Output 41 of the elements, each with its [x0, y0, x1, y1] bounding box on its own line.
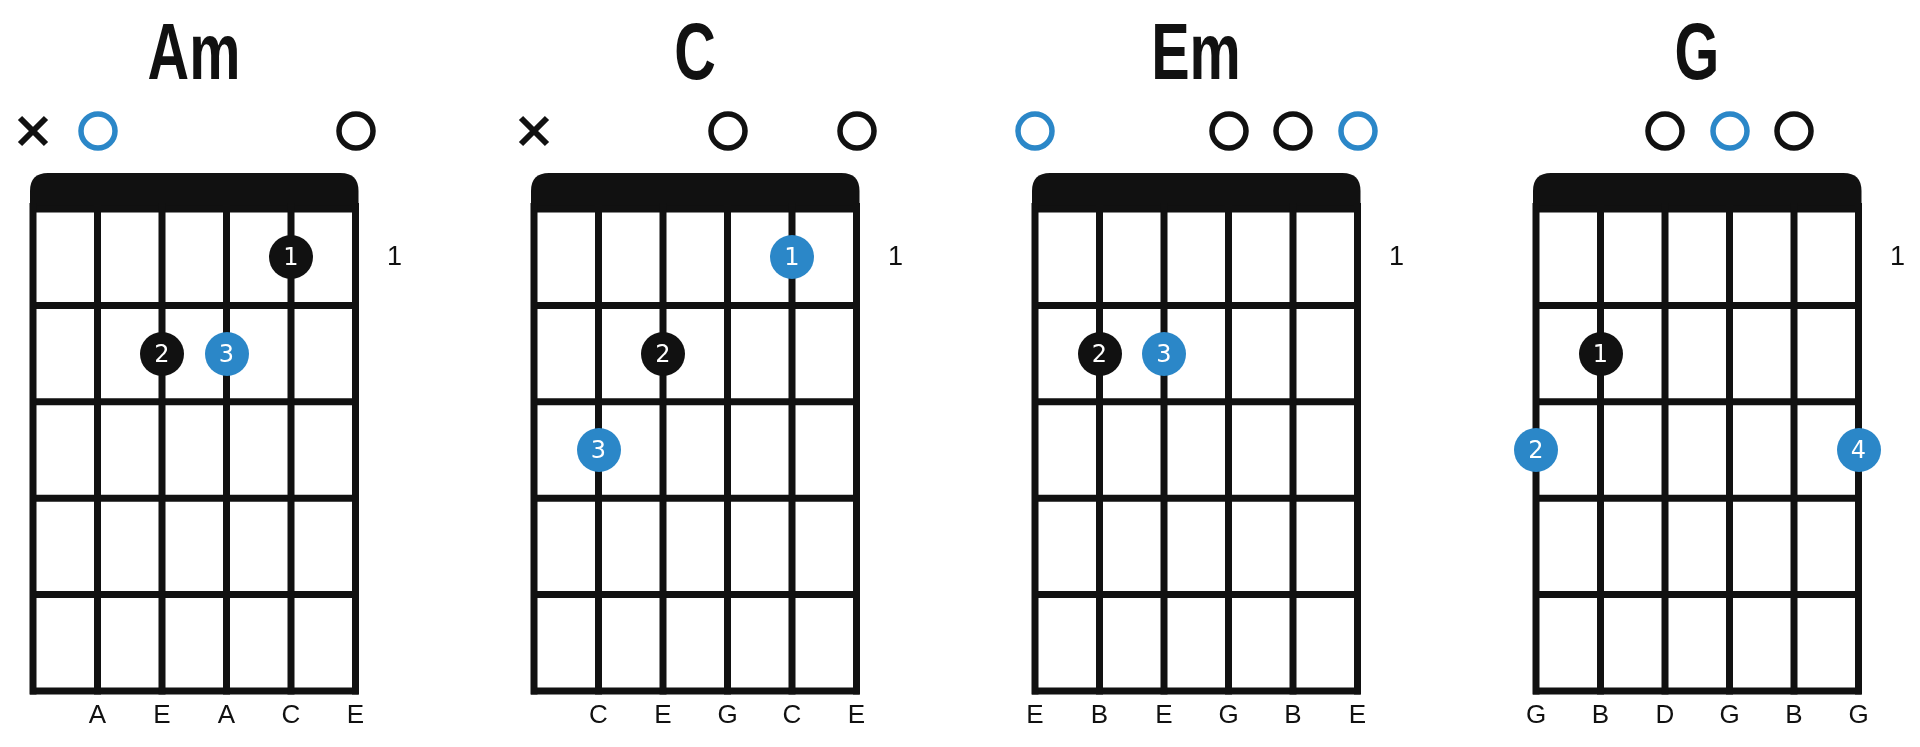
string-name: B: [1090, 701, 1109, 727]
string-name: E: [654, 701, 672, 727]
chord-name: G: [1674, 12, 1720, 92]
string-name: C: [782, 701, 802, 727]
string-name: E: [847, 701, 866, 727]
fret-number: 1: [1389, 243, 1405, 270]
finger-dot: 3: [204, 331, 249, 376]
string-name: B: [1591, 701, 1610, 727]
string-name: G: [1218, 701, 1239, 727]
fret-number: 1: [387, 243, 403, 270]
string-name: G: [1848, 701, 1869, 727]
string-name: G: [1719, 701, 1740, 727]
string-name: E: [153, 701, 171, 727]
finger-dot: 4: [1836, 428, 1881, 472]
chord-name: Em: [1151, 12, 1241, 92]
fret-number: 1: [888, 243, 904, 270]
chord-name: C: [674, 12, 716, 92]
finger-dot: 1: [269, 235, 313, 280]
string-name: B: [1785, 701, 1803, 727]
finger-dot: 2: [641, 331, 685, 376]
string-name: B: [1284, 701, 1302, 727]
string-name: E: [1155, 701, 1173, 727]
string-name: C: [589, 701, 608, 727]
string-name: E: [1026, 701, 1044, 727]
string-name: C: [281, 701, 301, 727]
string-name: A: [217, 701, 236, 727]
string-name: E: [1348, 701, 1367, 727]
string-name: G: [717, 701, 738, 727]
string-name: A: [88, 701, 107, 727]
finger-dot: 2: [1077, 331, 1122, 376]
finger-dot: 2: [140, 331, 184, 376]
string-name: E: [346, 701, 365, 727]
finger-dot: 2: [1514, 428, 1558, 472]
string-name: D: [1655, 701, 1675, 727]
chord-name: Am: [147, 12, 241, 92]
finger-dot: 3: [576, 428, 621, 472]
finger-dot: 1: [1578, 331, 1623, 376]
finger-dot: 1: [770, 235, 814, 280]
string-name: G: [1525, 701, 1547, 727]
fret-number: 1: [1890, 243, 1906, 270]
finger-dot: 3: [1142, 331, 1186, 376]
